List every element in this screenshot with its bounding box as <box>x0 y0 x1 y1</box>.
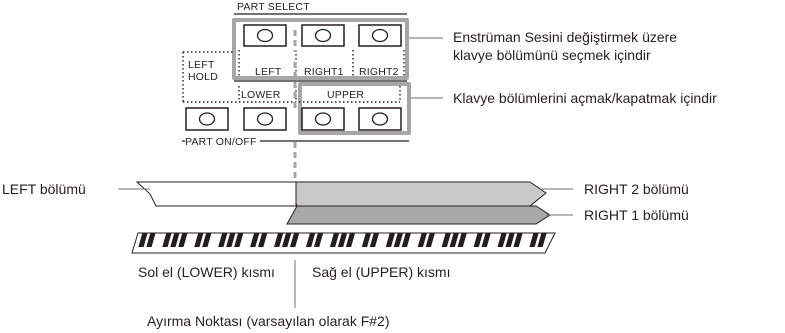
callout-split-point: Ayırma Noktası (varsayılan olarak F#2) <box>147 313 390 329</box>
black-key <box>250 233 260 247</box>
dotted-separators <box>182 50 405 103</box>
black-key <box>345 233 356 247</box>
black-key <box>529 233 539 247</box>
upper-frame <box>298 82 411 135</box>
select-label-right1: RIGHT1 <box>304 66 344 78</box>
part-on-off-label: PART ON/OFF <box>185 136 260 148</box>
upper-right1-on-off-button[interactable] <box>301 107 345 131</box>
part-on-off-buttons <box>185 107 402 131</box>
select-label-right2: RIGHT2 <box>359 66 399 78</box>
black-key <box>218 233 228 247</box>
black-key <box>441 233 451 247</box>
black-key <box>425 233 435 247</box>
upper-right2-on-off-button[interactable] <box>358 107 402 131</box>
black-key <box>505 233 515 247</box>
right1-range <box>286 205 551 225</box>
lower-label: LOWER <box>240 89 282 101</box>
black-key <box>481 233 491 247</box>
left-hold-label-line2: HOLD <box>188 71 218 83</box>
black-key <box>417 233 427 247</box>
right2-select-button[interactable] <box>358 24 402 47</box>
black-key <box>513 233 523 247</box>
black-key <box>473 233 483 247</box>
black-key <box>138 233 148 247</box>
black-key <box>393 233 403 247</box>
black-key <box>178 233 188 247</box>
callout-part-select-line2: klavye bölümünü seçmek içindir <box>453 47 651 63</box>
black-key <box>457 233 467 247</box>
lower-on-off-button[interactable] <box>243 107 287 131</box>
callout-left-part: LEFT bölümü <box>2 181 86 197</box>
callout-right-hand: Sağ el (UPPER) kısmı <box>312 264 451 280</box>
black-keys <box>138 233 547 247</box>
black-key <box>329 233 340 247</box>
keyboard <box>131 232 556 254</box>
callout-left-hand: Sol el (LOWER) kısmı <box>138 264 275 280</box>
black-key <box>170 233 180 247</box>
black-key <box>258 233 268 247</box>
callout-part-select-line1: Enstrüman Sesini değiştirmek üzere <box>453 29 678 45</box>
black-key <box>537 233 547 247</box>
black-key <box>274 233 284 247</box>
black-key <box>234 233 244 247</box>
black-key <box>449 233 459 247</box>
left-hold-label-line1: LEFT <box>188 59 215 71</box>
callout-part-on-off: Klavye bölümlerini açmak/kapatmak içindi… <box>453 90 717 106</box>
right1-select-button[interactable] <box>301 24 345 47</box>
black-key <box>337 233 348 247</box>
left-hold-button[interactable] <box>185 107 229 131</box>
black-key <box>401 233 411 247</box>
left-select-button[interactable] <box>243 24 287 47</box>
left-range <box>135 181 297 207</box>
part-ranges <box>135 181 551 225</box>
black-key <box>305 233 316 247</box>
black-key <box>202 233 212 247</box>
callout-lines <box>118 37 573 308</box>
black-key <box>162 233 172 247</box>
black-key <box>369 233 380 247</box>
black-key <box>226 233 236 247</box>
black-key <box>282 233 292 247</box>
black-key <box>361 233 372 247</box>
right2-range <box>287 181 547 207</box>
select-label-left: LEFT <box>255 66 282 78</box>
callout-right2-part: RIGHT 2 bölümü <box>584 181 689 197</box>
black-key <box>385 233 396 247</box>
black-key <box>289 233 300 247</box>
black-key <box>313 233 324 247</box>
upper-label: UPPER <box>327 89 365 101</box>
part-select-frame <box>232 13 409 82</box>
callout-right1-part: RIGHT 1 bölümü <box>584 207 689 223</box>
part-select-buttons <box>243 24 402 47</box>
black-key <box>146 233 156 247</box>
black-key <box>194 233 204 247</box>
part-select-label: PART SELECT <box>237 1 310 13</box>
black-key <box>497 233 507 247</box>
